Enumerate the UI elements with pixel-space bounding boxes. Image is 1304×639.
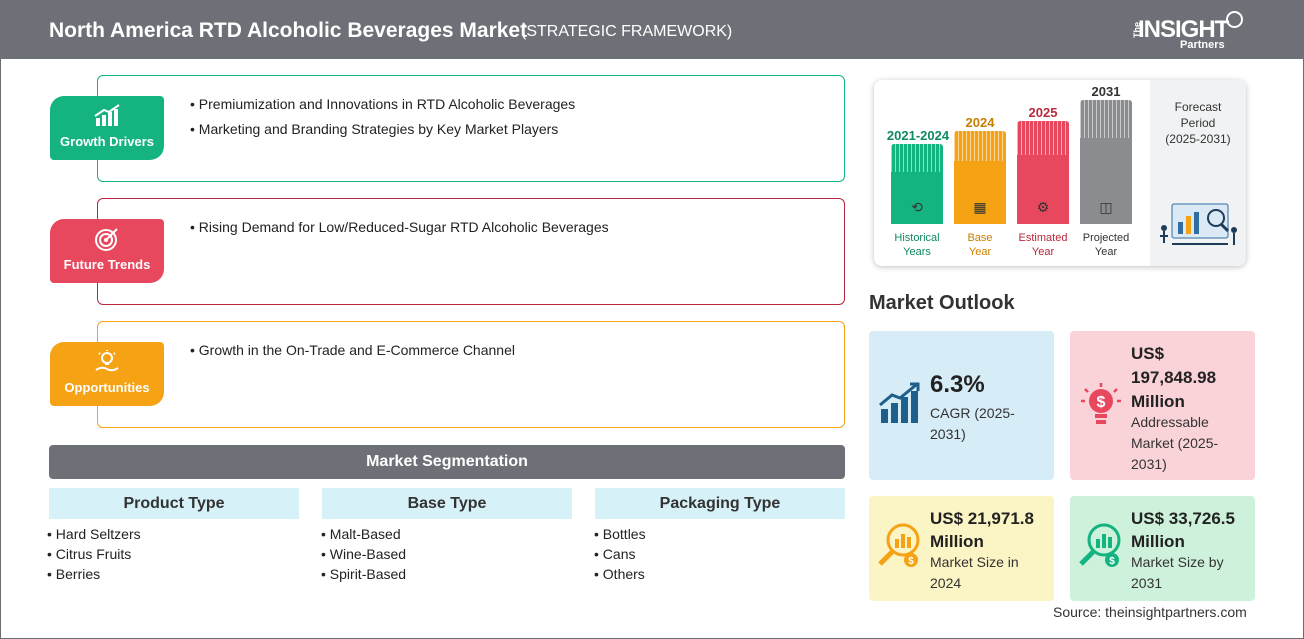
opportunities-label: Opportunities (64, 380, 150, 395)
market-segmentation-title: Market Segmentation (49, 445, 845, 479)
list-item: Berries (47, 566, 141, 582)
list-item: Hard Seltzers (47, 526, 141, 542)
historical-bar: ⟲ (891, 144, 943, 224)
opportunities-tab: Opportunities (50, 342, 164, 406)
target-icon (50, 227, 164, 256)
list-item: Others (594, 566, 646, 582)
chart-growth-icon (50, 104, 164, 133)
future-trends-label: Future Trends (63, 257, 151, 272)
period-year: 2025 (1028, 105, 1058, 120)
header-bar: North America RTD Alcoholic Beverages Ma… (0, 0, 1304, 59)
source-credit: Source: theinsightpartners.com (1053, 604, 1247, 620)
list-item: Marketing and Branding Strategies by Key… (190, 121, 575, 137)
list-item: Malt-Based (321, 526, 406, 542)
dollar-bulb-icon: $ (1078, 381, 1124, 434)
list-item: Wine-Based (321, 546, 406, 562)
growth-drivers-box: Premiumization and Innovations in RTD Al… (97, 75, 845, 182)
cagr-card: 6.3% CAGR (2025-2031) (869, 331, 1054, 480)
calendar-icon: ▦ (973, 199, 987, 215)
growth-drivers-list: Premiumization and Innovations in RTD Al… (190, 96, 575, 146)
future-trends-box: Rising Demand for Low/Reduced-Sugar RTD … (97, 198, 845, 305)
projected-year-bar: ◫ (1080, 100, 1132, 224)
market-outlook-title: Market Outlook (869, 292, 1015, 314)
growth-drivers-label: Growth Drivers (60, 134, 154, 149)
segment-packaging-type-heading: Packaging Type (595, 488, 845, 519)
opportunities-box: Growth in the On-Trade and E-Commerce Ch… (97, 321, 845, 428)
estimate-icon: ⚙ (1036, 199, 1050, 215)
segment-product-type-list: Hard Seltzers Citrus Fruits Berries (47, 526, 141, 586)
base-year-bar: ▦ (954, 131, 1006, 224)
future-trends-list: Rising Demand for Low/Reduced-Sugar RTD … (190, 219, 609, 244)
svg-text:$: $ (1109, 556, 1115, 567)
segment-packaging-type-list: Bottles Cans Others (594, 526, 646, 586)
svg-text:$: $ (1097, 394, 1106, 411)
history-icon: ⟲ (911, 199, 923, 215)
list-item: Spirit-Based (321, 566, 406, 582)
list-item: Growth in the On-Trade and E-Commerce Ch… (190, 342, 515, 358)
estimated-year-bar: ⚙ (1017, 121, 1069, 224)
logo-partners: Partners (1180, 39, 1225, 51)
analytics-illustration-icon (1160, 203, 1237, 245)
idea-hand-icon (50, 350, 164, 379)
money-search-icon: $ (1078, 522, 1124, 575)
segment-base-type-list: Malt-Based Wine-Based Spirit-Based (321, 526, 406, 586)
logo-ring-icon (1226, 11, 1243, 28)
segment-product-type-heading: Product Type (49, 488, 299, 519)
segment-base-type-heading: Base Type (322, 488, 572, 519)
cagr-description: CAGR (2025-2031) (930, 405, 1015, 442)
page-title: North America RTD Alcoholic Beverages Ma… (49, 19, 528, 42)
list-item: Citrus Fruits (47, 546, 141, 562)
period-year: 2021-2024 (886, 128, 950, 143)
list-item: Premiumization and Innovations in RTD Al… (190, 96, 575, 112)
logo-insight: INSIGHT (1138, 16, 1229, 43)
list-item: Bottles (594, 526, 646, 542)
page-subtitle: (STRATEGIC FRAMEWORK) (521, 23, 733, 40)
growth-drivers-tab: Growth Drivers (50, 96, 164, 160)
future-trends-tab: Future Trends (50, 219, 164, 283)
projection-icon: ◫ (1099, 199, 1113, 215)
money-search-icon: $ (877, 522, 923, 575)
period-year: 2031 (1091, 84, 1121, 99)
list-item: Rising Demand for Low/Reduced-Sugar RTD … (190, 219, 609, 235)
period-year: 2024 (965, 115, 995, 130)
svg-text:$: $ (908, 556, 914, 567)
list-item: Cans (594, 546, 646, 562)
growth-chart-icon (877, 381, 923, 430)
opportunities-list: Growth in the On-Trade and E-Commerce Ch… (190, 342, 515, 367)
insight-partners-logo: The INSIGHT Partners (1128, 10, 1248, 54)
cagr-value: 6.3% (930, 371, 985, 398)
